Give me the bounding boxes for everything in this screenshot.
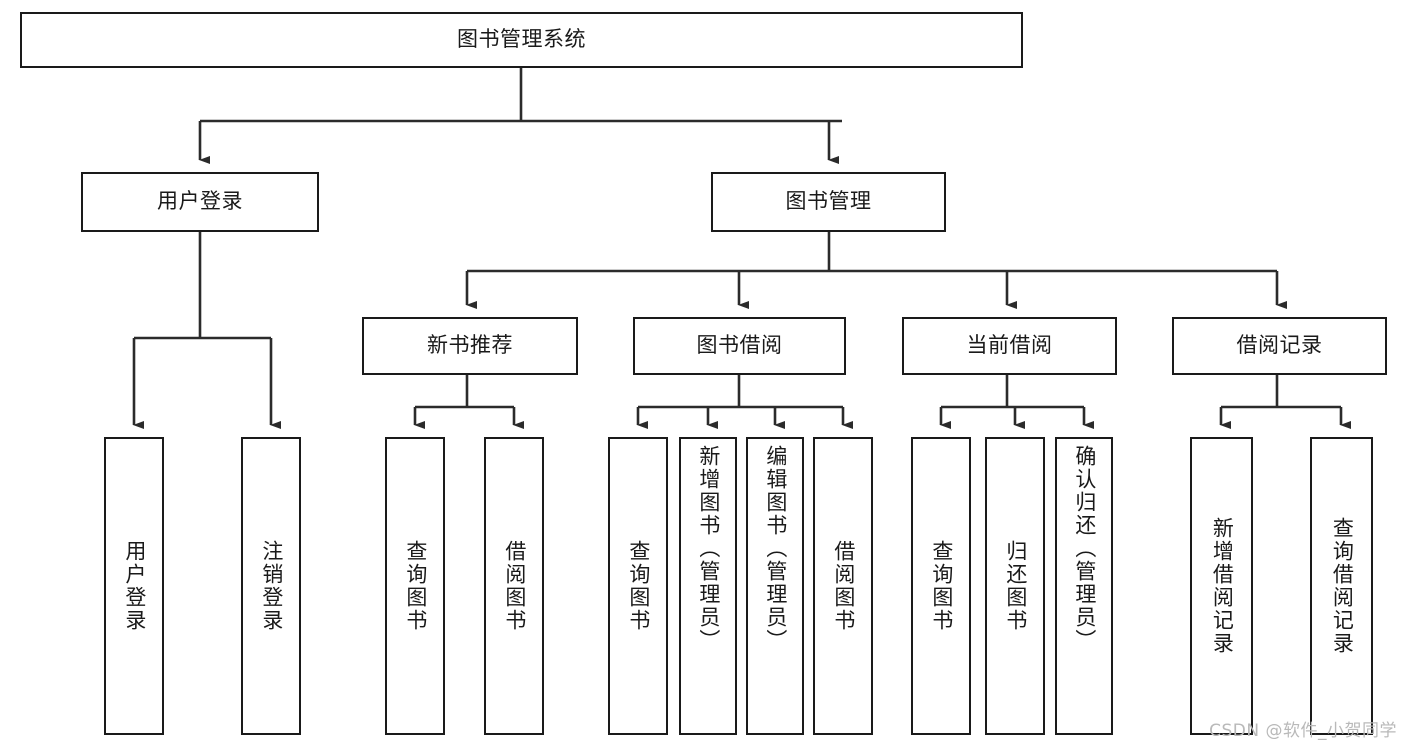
leaf-node-query-borrow-record[interactable]: 查询借阅记录 [1310, 437, 1373, 735]
leaf-label: 确认归还（管理员） [1072, 445, 1097, 652]
leaf-label: 新增图书（管理员） [696, 445, 721, 652]
leaf-node-user-logout[interactable]: 注销登录 [241, 437, 301, 735]
leaf-node-query-book-2[interactable]: 查询图书 [608, 437, 668, 735]
node-root-label: 图书管理系统 [457, 27, 586, 52]
node-borrow-record-label: 借阅记录 [1236, 333, 1323, 358]
leaf-node-user-login[interactable]: 用户登录 [104, 437, 164, 735]
leaf-label: 归还图书 [1003, 540, 1028, 632]
leaf-label: 注销登录 [259, 540, 284, 632]
leaf-node-borrow-book-2[interactable]: 借阅图书 [813, 437, 873, 735]
edges-current-borrow-to-leaves [939, 375, 1094, 429]
leaf-node-add-book-admin[interactable]: 新增图书（管理员） [679, 437, 737, 735]
node-user-login-label: 用户登录 [157, 189, 243, 214]
node-current-borrow[interactable]: 当前借阅 [902, 317, 1117, 375]
leaf-node-query-book-3[interactable]: 查询图书 [911, 437, 971, 735]
edges-book-manage-to-level3 [465, 232, 1287, 309]
node-current-borrow-label: 当前借阅 [966, 333, 1053, 358]
leaf-label: 编辑图书（管理员） [763, 445, 788, 652]
leaf-label: 用户登录 [122, 540, 147, 632]
node-borrow-record[interactable]: 借阅记录 [1172, 317, 1387, 375]
leaf-label: 借阅图书 [502, 540, 527, 632]
node-book-manage-label: 图书管理 [785, 189, 872, 214]
leaf-node-confirm-return-admin[interactable]: 确认归还（管理员） [1055, 437, 1113, 735]
leaf-label: 新增借阅记录 [1210, 517, 1235, 655]
edges-new-book-rec-to-leaves [413, 375, 524, 429]
edges-borrow-record-to-leaves [1219, 375, 1351, 429]
leaf-label: 查询图书 [403, 540, 428, 632]
leaf-node-edit-book-admin[interactable]: 编辑图书（管理员） [746, 437, 804, 735]
node-book-manage[interactable]: 图书管理 [711, 172, 946, 232]
leaf-label: 借阅图书 [831, 540, 856, 632]
node-user-login[interactable]: 用户登录 [81, 172, 319, 232]
edges-book-borrow-to-leaves [636, 375, 853, 429]
leaf-label: 查询借阅记录 [1330, 517, 1355, 655]
node-book-borrow-label: 图书借阅 [696, 333, 783, 358]
leaf-node-borrow-book-1[interactable]: 借阅图书 [484, 437, 544, 735]
node-book-borrow[interactable]: 图书借阅 [633, 317, 846, 375]
csdn-watermark: CSDN @软件_小贺同学 [1209, 721, 1397, 741]
node-new-book-rec-label: 新书推荐 [427, 333, 513, 358]
leaf-node-query-book-1[interactable]: 查询图书 [385, 437, 445, 735]
leaf-node-add-borrow-record[interactable]: 新增借阅记录 [1190, 437, 1253, 735]
leaf-label: 查询图书 [626, 540, 651, 632]
node-root-system[interactable]: 图书管理系统 [20, 12, 1023, 68]
leaf-node-return-book[interactable]: 归还图书 [985, 437, 1045, 735]
edges-user-login-to-leaves [132, 232, 281, 429]
node-new-book-rec[interactable]: 新书推荐 [362, 317, 578, 375]
edges-root-to-level2 [198, 68, 842, 164]
leaf-label: 查询图书 [929, 540, 954, 632]
